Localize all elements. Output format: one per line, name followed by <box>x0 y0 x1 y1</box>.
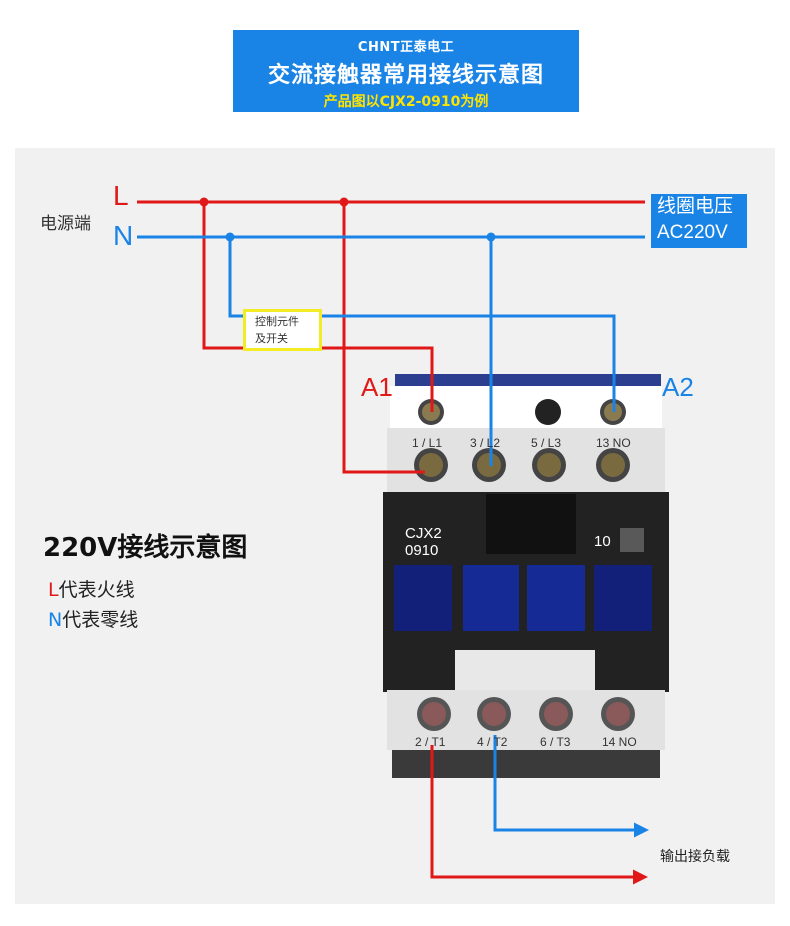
blue-plate-right <box>594 565 652 631</box>
coil-voltage-box: 线圈电压 AC220V <box>651 194 747 248</box>
aux-screw <box>535 399 561 425</box>
line-l-label: L <box>113 180 129 211</box>
top-terminal-label: 1 / L1 <box>412 436 443 450</box>
top-terminal-screws <box>414 448 630 482</box>
blue-plate-center-left <box>463 565 519 631</box>
bottom-terminal-label: 4 / T2 <box>477 735 508 749</box>
indicator-window <box>620 528 644 552</box>
base-feet <box>392 750 660 778</box>
center-slot <box>486 494 576 554</box>
contact-code-label: 10 <box>594 533 611 550</box>
blue-plate-center-right <box>527 565 585 631</box>
live-junction-2 <box>339 197 349 207</box>
top-terminal-label: 5 / L3 <box>531 436 562 450</box>
bottom-terminal-label: 14 NO <box>602 735 637 749</box>
coil-voltage-line2: AC220V <box>657 222 728 243</box>
control-switch-box: 控制元件 及开关 <box>243 309 322 351</box>
control-line1: 控制元件 <box>255 315 299 328</box>
legend-neutral-key: N <box>48 609 63 631</box>
coil-voltage-line1: 线圈电压 <box>657 196 734 217</box>
control-line2: 及开关 <box>255 332 288 345</box>
banner-subtitle: 产品图以CJX2-0910为例 <box>323 94 489 110</box>
blue-plate-left <box>394 565 452 631</box>
model-line1: CJX2 <box>405 525 442 542</box>
coil-terminal-a2: A2 <box>662 372 694 402</box>
legend-neutral: N代表零线 <box>48 605 138 632</box>
bottom-terminal-label: 2 / T1 <box>415 735 446 749</box>
model-label: CJX2 0910 <box>405 525 442 559</box>
model-line2: 0910 <box>405 542 439 559</box>
neutral-to-coil-a2 <box>228 237 616 412</box>
diagram-heading: 220V接线示意图 <box>43 533 248 563</box>
top-label-strip <box>395 374 661 388</box>
power-source-label: 电源端 <box>40 214 91 234</box>
legend-live: L代表火线 <box>48 575 135 602</box>
live-junction-1 <box>199 197 209 207</box>
coil-terminal-a1: A1 <box>361 372 393 402</box>
banner-title: 交流接触器常用接线示意图 <box>267 63 544 88</box>
neutral-wires <box>137 235 649 838</box>
title-banner: CHNT正泰电工 交流接触器常用接线示意图 产品图以CJX2-0910为例 <box>233 30 579 112</box>
neutral-junction-2 <box>486 232 496 242</box>
output-load-label: 输出接负载 <box>660 849 730 865</box>
top-terminal-label: 3 / L2 <box>470 436 501 450</box>
bottom-terminal-screws <box>417 697 635 731</box>
live-to-l1 <box>342 202 425 474</box>
top-terminal-label: 13 NO <box>596 436 631 450</box>
legend-live-text: 代表火线 <box>58 579 135 601</box>
neutral-output-t2 <box>493 735 649 838</box>
legend-live-key: L <box>48 579 59 601</box>
legend-neutral-text: 代表零线 <box>62 609 139 631</box>
neutral-junction-1 <box>225 232 235 242</box>
brand-logo-text: CHNT正泰电工 <box>357 40 455 55</box>
line-n-label: N <box>113 220 134 251</box>
live-output-t1 <box>430 745 648 885</box>
bottom-terminal-label: 6 / T3 <box>540 735 571 749</box>
